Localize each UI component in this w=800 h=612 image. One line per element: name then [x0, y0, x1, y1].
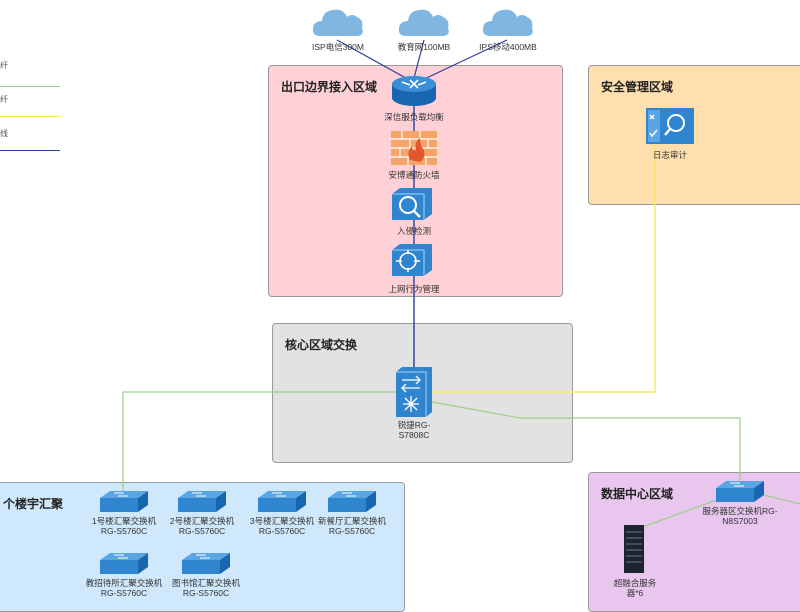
aggregation-switch-icon	[326, 490, 378, 514]
ids-label: 入侵检测	[396, 226, 431, 236]
core-switch-label-line2: S7808C	[398, 430, 430, 440]
link-server-switch-server	[639, 497, 723, 529]
aggregation-switch-label-line1: 1号楼汇聚交换机	[91, 516, 157, 526]
region-title-datacenter: 数据中心区域	[601, 487, 674, 501]
cloud-isp-edu	[396, 4, 452, 38]
region-title-buildings: 个楼宇汇聚	[3, 497, 64, 511]
cloud-icon	[312, 9, 363, 36]
aggregation-switch-label-line1: 2号楼汇聚交换机	[169, 516, 235, 526]
aggregation-switch-icon	[98, 490, 150, 514]
cloud-icon	[482, 9, 533, 36]
link-isp-edu	[413, 39, 425, 79]
firewall-label: 安博通防火墙	[388, 170, 440, 180]
legend-label-blue: 线	[0, 129, 8, 138]
region-security: 安全管理区域	[588, 65, 800, 205]
server-label-line1: 超融合服务	[613, 578, 657, 588]
server-switch-label-line1: 服务器区交换机RG-	[702, 506, 778, 516]
legend-label-yellow: 纤	[0, 95, 8, 104]
aggregation-switch-icon	[98, 552, 150, 576]
link-core-datacenter	[431, 401, 741, 484]
firewall-icon	[390, 130, 438, 166]
cloud-label-isp-mobile: IPS移动400MB	[479, 42, 537, 52]
aggregation-switch-icon	[180, 552, 232, 576]
ids-icon	[390, 186, 434, 222]
aggregation-switch-label-line2: RG-S5760C	[328, 526, 376, 536]
cloud-isp-mobile	[480, 4, 536, 38]
legend-line-green	[0, 86, 60, 87]
aggregation-switch-icon	[256, 490, 308, 514]
server-switch-icon	[714, 480, 766, 504]
core-switch-label-line1: 锐捷RG-	[397, 420, 431, 430]
load-balancer-label: 深信服负载均衡	[384, 112, 444, 122]
aggregation-switch-icon	[176, 490, 228, 514]
aggregation-switch-label-line2: RG-S5760C	[100, 588, 148, 598]
legend: 纤 纤 线	[0, 0, 70, 160]
link-core-log-audit	[432, 140, 656, 393]
aggregation-switch-label-line2: RG-S5760C	[100, 526, 148, 536]
link-server-switch-right	[759, 493, 800, 505]
aggregation-switch-label-line2: RG-S5760C	[182, 588, 230, 598]
server-switch-label-line2: N8S7003	[722, 516, 758, 526]
region-title-egress: 出口边界接入区域	[281, 80, 378, 94]
legend-line-yellow	[0, 116, 60, 117]
legend-label-green: 纤	[0, 61, 8, 70]
cloud-label-isp-telecom: ISP电信300M	[312, 42, 364, 52]
load-balancer-icon	[390, 74, 438, 108]
cloud-isp-telecom	[310, 4, 366, 38]
log-audit-label: 日志审计	[652, 150, 687, 160]
aggregation-switch-label-line1: 新餐厅汇聚交换机	[317, 516, 386, 526]
cloud-label-isp-edu: 教育网100MB	[397, 42, 451, 52]
server-icon	[623, 524, 645, 574]
aggregation-switch-label-line2: RG-S5760C	[258, 526, 306, 536]
server-label-line2: 器*6	[626, 588, 644, 598]
aggregation-switch-label-line2: RG-S5760C	[178, 526, 226, 536]
aggregation-switch-label-line1: 图书馆汇聚交换机	[171, 578, 240, 588]
aggregation-switch-label-line1: 教招待所汇聚交换机	[85, 578, 163, 588]
region-title-security: 安全管理区域	[601, 80, 674, 94]
legend-line-blue	[0, 150, 60, 151]
behavior-management-label: 上网行为管理	[388, 284, 440, 294]
link-isp-telecom	[336, 39, 414, 83]
aggregation-switch-label-line1: 3号楼汇聚交换机	[249, 516, 315, 526]
region-title-core: 核心区域交换	[285, 338, 358, 352]
log-audit-icon	[642, 106, 698, 146]
core-switch-icon	[394, 366, 434, 418]
cloud-icon	[398, 9, 449, 36]
behavior-management-icon	[390, 242, 434, 278]
link-isp-mobile	[417, 39, 508, 83]
link-core-buildings	[122, 391, 396, 493]
